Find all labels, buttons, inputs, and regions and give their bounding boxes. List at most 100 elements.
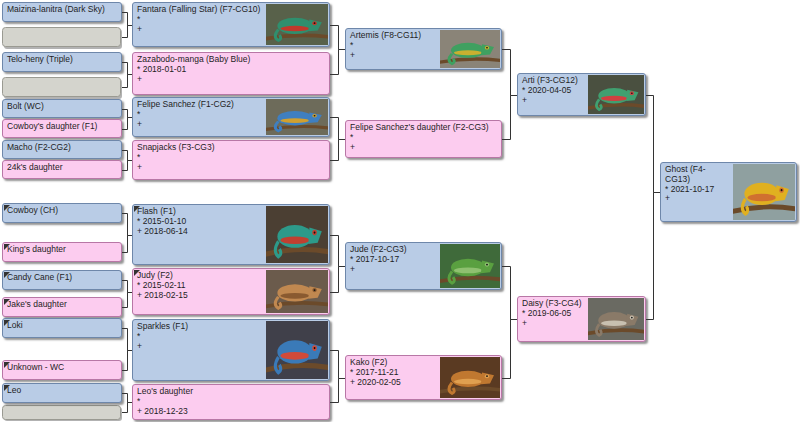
animal-name: Jude (F2-CG3) [350, 245, 436, 255]
parent-link [330, 26, 345, 50]
life-date: * 2017-10-17 [350, 255, 436, 265]
pedigree-box: Ghost (F4-CG13)* 2021-10-17+ [660, 162, 797, 222]
life-date: + [137, 25, 262, 35]
life-date: * [137, 15, 262, 25]
animal-name: Leo [7, 386, 117, 396]
pedigree-box: Candy Cane (F1) [2, 270, 122, 290]
parent-link [330, 118, 345, 140]
pedigree-box: Macho (F2-CG2) [2, 140, 122, 159]
pedigree-box: Sparkles (F1)*+ [132, 319, 330, 381]
pedigree-box: Fantara (Falling Star) (F7-CG10)*+ [132, 2, 330, 47]
text-column: Unknown - WC [3, 361, 121, 375]
parent-link [646, 193, 660, 320]
life-date: + [522, 319, 584, 329]
text-column: Leo's daughter*+ 2018-12-23 [133, 385, 329, 418]
parent-link [330, 351, 345, 379]
text-column: Judy (F2)* 2015-02-11+ 2018-02-15 [133, 269, 329, 302]
empty-box [3, 406, 121, 420]
life-date: * 2019-06-05 [522, 309, 584, 319]
text-column: 24k's daughter [3, 161, 121, 175]
pedigree-box: Leo's daughter*+ 2018-12-23 [132, 384, 330, 420]
animal-name: Snapjacks (F3-CG3) [137, 143, 325, 153]
animal-name: Daisy (F3-CG4) [522, 299, 584, 309]
parent-link [122, 118, 132, 130]
text-column: King's daughter [3, 243, 121, 257]
life-date: + 2018-12-23 [137, 407, 325, 417]
life-date: + [137, 75, 325, 85]
parent-link [122, 281, 132, 293]
animal-name: Cowboy's daughter (F1) [7, 122, 117, 132]
parent-link [330, 50, 345, 75]
pedigree-box: Jude (F2-CG3)* 2017-10-17+ [345, 242, 502, 290]
pedigree-box: Cowboy (CH) [2, 203, 122, 223]
text-column: Telo-heny (Triple) [3, 53, 121, 67]
text-column: Macho (F2-CG2) [3, 141, 121, 155]
pedigree-box: Snapjacks (F3-CG3)*+ [132, 140, 330, 180]
parent-link [122, 214, 132, 236]
parent-link [330, 379, 345, 403]
animal-name: Maizina-lanitra (Dark Sky) [7, 5, 117, 15]
animal-name: Flash (F1) [137, 207, 262, 217]
parent-link [330, 140, 345, 161]
animal-name: Telo-heny (Triple) [7, 55, 117, 65]
chameleon-photo [733, 164, 795, 220]
unknown-parent-link [122, 75, 132, 88]
pedigree-box: Unknown - WC [2, 360, 122, 380]
text-column: Ghost (F4-CG13)* 2021-10-17+ [661, 163, 796, 206]
unknown-parent-link [122, 26, 132, 38]
pedigree-box: Judy (F2)* 2015-02-11+ 2018-02-15 [132, 268, 330, 315]
life-date: + [350, 265, 436, 275]
pedigree-box: Artemis (F8-CG11)*+ [345, 28, 502, 70]
empty-box [3, 78, 121, 97]
text-column: Loki [3, 319, 121, 333]
life-date: + [137, 342, 262, 352]
life-date: * [137, 153, 325, 163]
life-date: + 2020-02-05 [350, 378, 436, 388]
life-date: + [350, 51, 436, 61]
chameleon-photo [440, 357, 500, 398]
text-column: Cowboy (CH) [3, 204, 121, 218]
animal-name: Jake's daughter [7, 300, 117, 310]
animal-name: Unknown - WC [7, 363, 117, 373]
animal-name: Artemis (F8-CG11) [350, 31, 436, 41]
animal-name: King's daughter [7, 245, 117, 255]
life-date: * [350, 133, 497, 143]
life-date: * 2018-01-01 [137, 65, 325, 75]
animal-name: 24k's daughter [7, 163, 117, 173]
pedigree-box: King's daughter [2, 242, 122, 262]
unknown-parent-link [122, 403, 132, 413]
pedigree-box: Telo-heny (Triple) [2, 52, 122, 72]
life-date: * 2015-02-11 [137, 281, 262, 291]
text-column: Kako (F2)* 2017-11-21+ 2020-02-05 [346, 356, 501, 389]
pedigree-box: Bolt (WC) [2, 99, 122, 118]
life-date: + [137, 163, 325, 173]
chameleon-photo [266, 206, 328, 263]
text-column: Artemis (F8-CG11)*+ [346, 29, 501, 62]
text-column: Zazabodo-manga (Baby Blue)* 2018-01-01+ [133, 53, 329, 86]
parent-link [122, 13, 132, 26]
parent-link [122, 236, 132, 253]
life-date: * [137, 110, 262, 120]
chameleon-photo [266, 270, 328, 313]
pedigree-box: Zazabodo-manga (Baby Blue)* 2018-01-01+ [132, 52, 330, 95]
life-date: + [137, 120, 262, 130]
animal-name: Felipe Sanchez (F1-CG2) [137, 100, 262, 110]
life-date: * [137, 397, 325, 407]
animal-name: Macho (F2-CG2) [7, 143, 117, 153]
animal-name: Arti (F3-CG12) [522, 76, 584, 86]
parent-link [330, 267, 345, 293]
parent-link [122, 293, 132, 308]
text-column: Fantara (Falling Star) (F7-CG10)*+ [133, 3, 329, 36]
pedigree-box: Leo [2, 383, 122, 403]
life-date: + [665, 194, 729, 204]
chameleon-photo [266, 4, 328, 45]
chameleon-photo [266, 99, 328, 135]
animal-name: Candy Cane (F1) [7, 273, 117, 283]
chameleon-photo [588, 75, 644, 114]
parent-link [502, 267, 517, 320]
parent-link [646, 96, 660, 193]
pedigree-box: 24k's daughter [2, 160, 122, 179]
life-date: * [350, 41, 436, 51]
life-date: + [522, 96, 584, 106]
